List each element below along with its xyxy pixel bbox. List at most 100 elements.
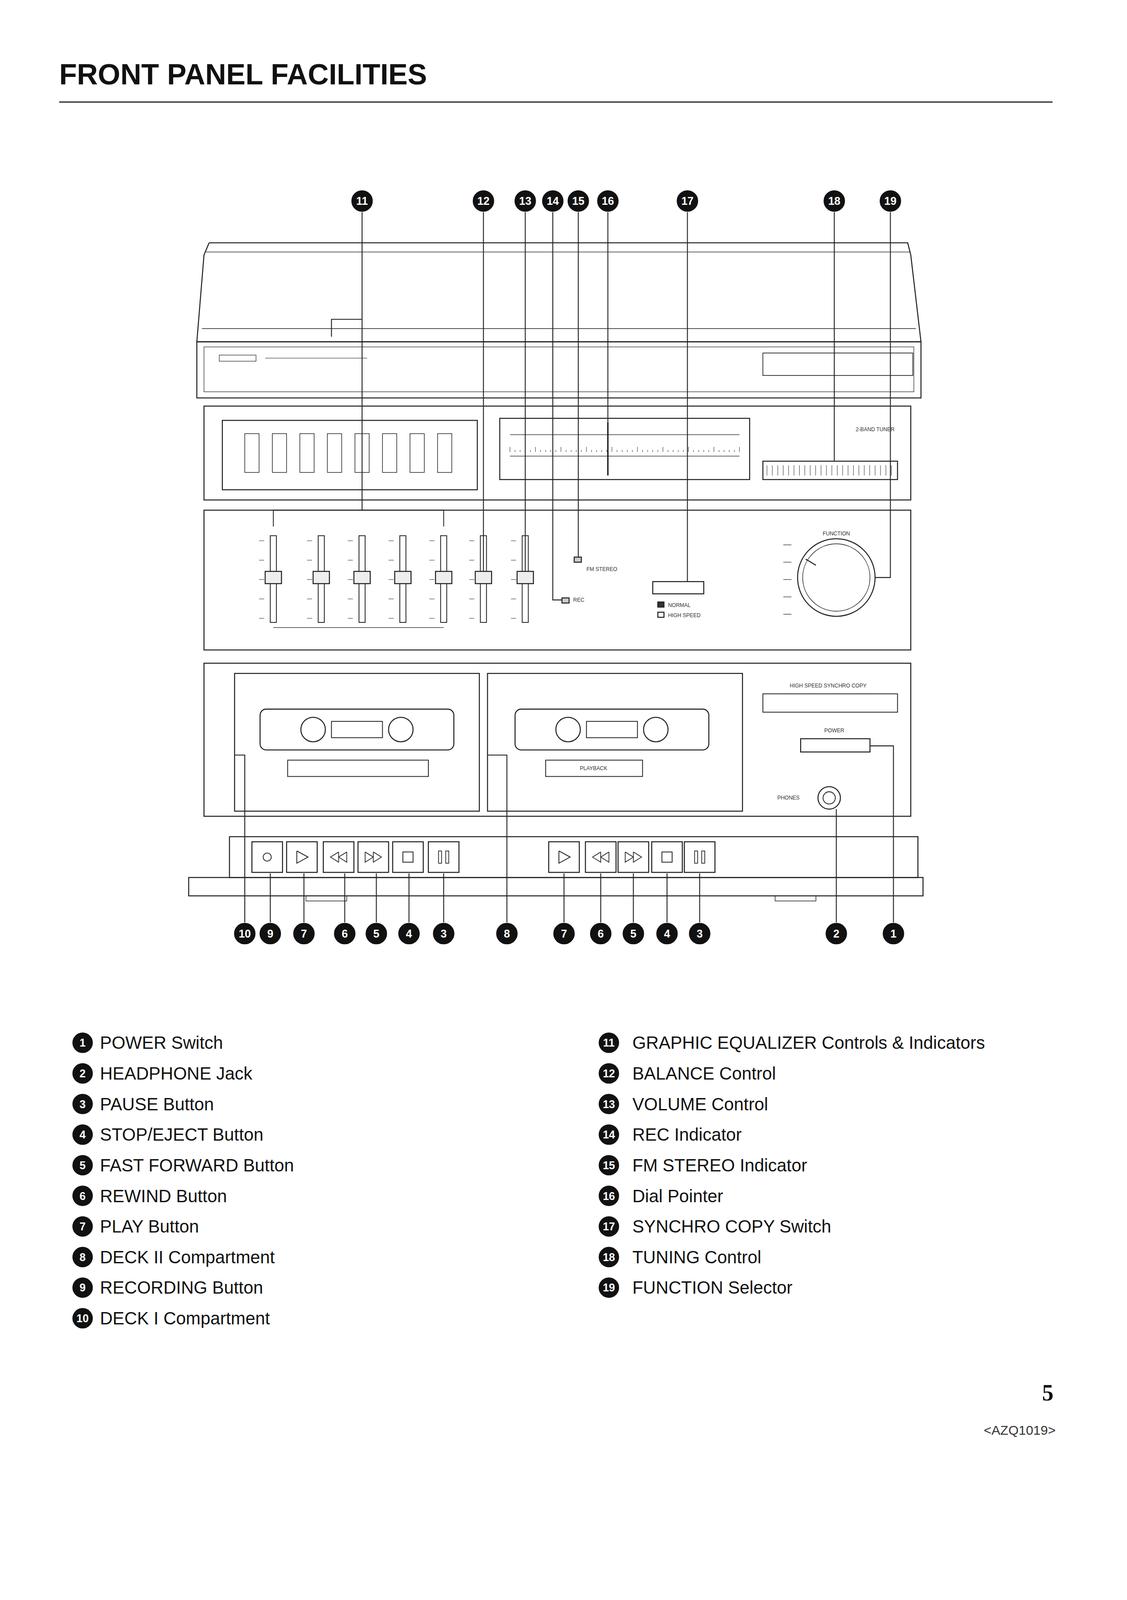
leader-line — [666, 873, 668, 922]
tuning-ridge — [815, 464, 816, 475]
callout-number: 15 — [602, 1159, 616, 1171]
play-glyph — [558, 850, 571, 863]
callout-number: 13 — [519, 195, 532, 207]
tuning-ridge — [891, 464, 892, 475]
tuner-unit — [203, 405, 911, 501]
knob-pointer — [805, 558, 816, 566]
dial-tick — [642, 449, 643, 453]
slider-tick — [429, 598, 435, 599]
eq-bracket — [273, 510, 444, 527]
dial-pointer — [607, 422, 609, 476]
tape-window — [586, 721, 638, 738]
tape-window — [331, 721, 383, 738]
callout-disc — [826, 923, 847, 944]
dial-tick — [570, 449, 572, 453]
callout-number: 4 — [79, 1128, 86, 1140]
callout-disc — [473, 190, 494, 211]
legend-description: PAUSE Button — [99, 1094, 214, 1113]
leader-line — [331, 319, 363, 337]
panel-print: FM STEREO — [586, 566, 618, 572]
dial-tick — [703, 449, 704, 453]
legend-description: VOLUME Control — [632, 1094, 769, 1113]
tuning-ridge — [847, 464, 849, 475]
dial-scale — [510, 434, 740, 435]
dial-tick — [535, 446, 536, 453]
dial-tick — [596, 449, 597, 453]
callout-number: 8 — [503, 927, 511, 939]
callout-disc — [599, 1124, 619, 1144]
leader-line — [632, 873, 634, 922]
callout-disc — [260, 923, 281, 944]
forward-glyph — [365, 851, 374, 862]
function-knob — [797, 538, 875, 617]
leader-line — [833, 212, 835, 461]
slider-tick — [429, 540, 435, 541]
callout-number: 9 — [79, 1281, 86, 1293]
dial-tick — [724, 449, 725, 453]
synchro-copy-switch — [652, 581, 704, 594]
callout-number: 5 — [630, 927, 637, 939]
function-tick — [783, 613, 792, 615]
callout-disc — [597, 190, 618, 211]
leader-line — [408, 873, 410, 922]
play-glyph — [296, 850, 309, 863]
panel-print: REC — [573, 597, 585, 603]
dial-tick — [652, 449, 653, 453]
synchro-display — [762, 693, 898, 712]
panel-print: POWER — [824, 727, 845, 733]
tuning-ridge — [853, 464, 854, 475]
cabinet-foot — [775, 895, 816, 901]
leader-line — [303, 873, 305, 922]
callout-disc — [398, 923, 420, 944]
transport-button — [392, 841, 424, 873]
slider-tick — [307, 540, 313, 541]
tuning-ridge — [804, 464, 805, 475]
stop-glyph — [662, 851, 673, 862]
callout-disc — [623, 923, 644, 944]
slider-tick — [388, 540, 394, 541]
callout-disc — [72, 1032, 93, 1052]
button-strip — [229, 836, 918, 877]
dial-tick — [530, 449, 531, 453]
slider-tick — [469, 579, 475, 580]
dial-tick — [581, 449, 582, 453]
dial-tick — [683, 449, 684, 453]
dial-tick — [739, 446, 740, 453]
stop-glyph — [402, 851, 414, 862]
callout-disc — [234, 923, 255, 944]
leader-line — [487, 754, 508, 923]
dial-tick — [677, 449, 679, 453]
slider-knob — [475, 571, 492, 584]
legend-description: STOP/EJECT Button — [99, 1125, 264, 1143]
panel-print: HIGH SPEED SYNCHRO COPY — [789, 682, 867, 689]
illustration — [59, 101, 1053, 1328]
callout-number: 5 — [373, 927, 380, 939]
dial-tick — [555, 449, 557, 453]
slider-tick — [347, 540, 354, 541]
legend-description: PLAY Button — [99, 1217, 199, 1235]
callout-disc — [72, 1308, 93, 1328]
slider-tick — [259, 579, 265, 580]
door-label-plate — [545, 759, 643, 776]
dial-tick — [693, 449, 694, 453]
function-tick — [783, 561, 792, 562]
callout-disc — [599, 1277, 619, 1297]
legend-description: REC Indicator — [632, 1125, 742, 1143]
callout-number: 18 — [602, 1250, 616, 1262]
callout-number: 9 — [267, 927, 274, 939]
document-code: <AZQ1019> — [983, 1423, 1056, 1437]
cabinet-base — [188, 876, 923, 896]
callout-number: 1 — [79, 1036, 86, 1048]
callout-number: 15 — [572, 195, 585, 207]
dial-tick — [519, 449, 521, 453]
callout-disc — [433, 923, 454, 944]
callout-number: 12 — [602, 1067, 616, 1079]
leader-line — [269, 873, 271, 922]
callout-disc — [542, 190, 563, 211]
callout-number: 6 — [79, 1189, 86, 1201]
callout-number: 14 — [546, 195, 559, 207]
callout-disc — [72, 1063, 93, 1083]
callout-disc — [351, 190, 373, 211]
turntable-front — [203, 346, 914, 392]
dial-tick — [713, 446, 714, 453]
